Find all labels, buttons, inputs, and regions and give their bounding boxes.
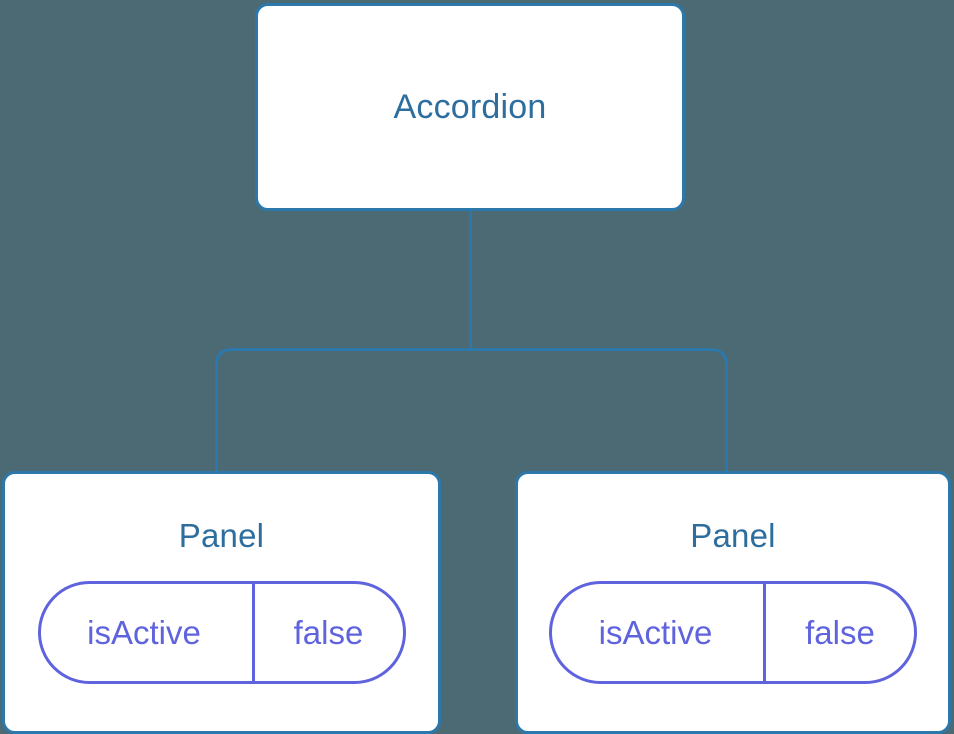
node-panel-left-title: Panel (178, 517, 265, 554)
connector-branch-bar (215, 348, 728, 471)
state-pill-right[interactable]: isActive false (549, 581, 917, 684)
node-accordion-title: Accordion (393, 88, 547, 126)
state-pill-left-value: false (251, 584, 403, 681)
node-panel-right[interactable]: Panel isActive false (515, 471, 951, 734)
state-pill-right-value: false (763, 584, 914, 681)
node-panel-left[interactable]: Panel isActive false (2, 471, 441, 734)
node-panel-right-title: Panel (690, 517, 776, 554)
state-pill-left-key: isActive (87, 614, 201, 651)
node-accordion[interactable]: Accordion (255, 3, 685, 211)
state-pill-left[interactable]: isActive false (37, 581, 406, 684)
state-pill-right-key: isActive (598, 614, 713, 651)
